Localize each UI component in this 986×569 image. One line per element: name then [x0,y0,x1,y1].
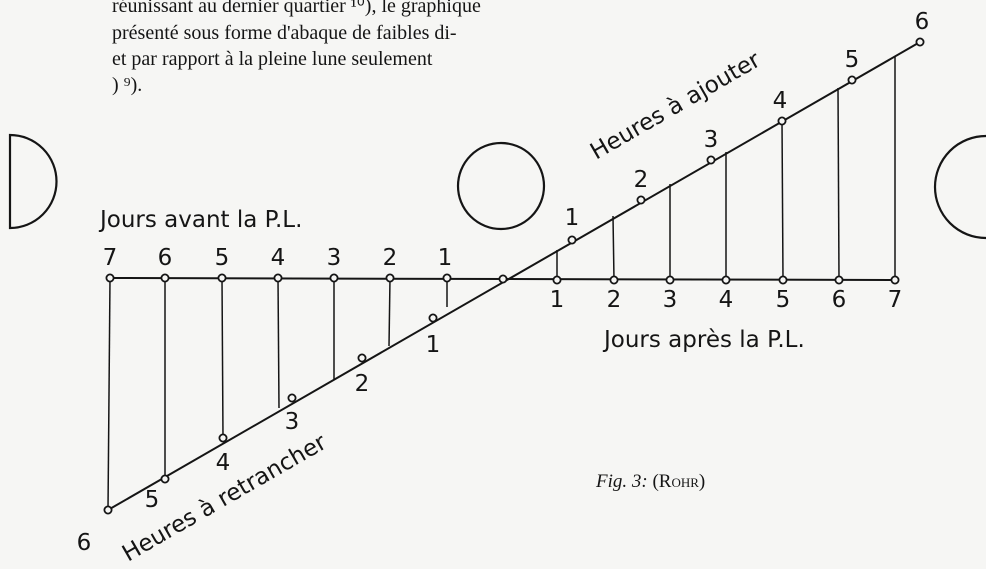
day-before-3-dot [329,273,339,283]
hours-subtract-4-dot [218,433,228,443]
connector-after-2 [612,215,615,281]
hours-subtract-tick-label: 5 [145,487,160,513]
day-after-tick-label: 3 [663,287,678,313]
hours-subtract-2-dot [357,353,367,363]
connector-after-6 [837,87,840,281]
axis-intersection-dot [498,274,508,284]
day-after-4-dot [721,275,731,285]
day-after-1-dot [552,275,562,285]
day-after-tick-label: 1 [550,287,565,313]
hours-subtract-3-dot [287,393,297,403]
day-before-4-dot [273,273,283,283]
day-before-tick-label: 6 [158,245,173,271]
hours-add-4-dot [777,116,787,126]
hours-add-tick-label: 3 [704,127,719,153]
day-before-6-dot [160,273,170,283]
body-text-line-1: réunissant au dernier quartier ¹⁰), le g… [112,0,481,17]
hours-axis-line [107,41,921,511]
body-text-line-4: ) ⁹). [112,74,143,96]
connector-after-5 [781,120,784,281]
first-quarter-moon-icon [8,133,58,230]
last-quarter-moon-icon [933,134,986,240]
day-before-7-dot [105,273,115,283]
day-after-tick-label: 2 [607,287,622,313]
day-before-tick-label: 7 [103,245,118,271]
day-before-tick-label: 5 [215,245,230,271]
connector-before-4 [277,277,280,409]
day-after-7-dot [890,275,900,285]
connector-before-5 [221,277,224,439]
caption-paren-open: ( [652,471,659,492]
hours-add-tick-label: 5 [845,47,860,73]
hours-subtract-6-dot [103,505,113,515]
hours-add-6-dot [915,37,925,47]
day-after-6-dot [834,275,844,285]
hours-subtract-1-dot [428,313,438,323]
hours-subtract-5-dot [160,474,170,484]
hours-subtract-tick-label: 6 [77,530,92,556]
hours-add-2-dot [636,195,646,205]
figure-number: Fig. 3: [596,471,648,492]
day-after-2-dot [609,275,619,285]
day-after-tick-label: 5 [776,287,791,313]
figure-caption: Fig. 3: (Rohr) [596,471,705,493]
figure-author: Rohr [658,471,699,492]
hours-subtract-tick-label: 3 [285,409,300,435]
day-after-tick-label: 4 [719,287,734,313]
days-before-label: Jours avant la P.L. [98,207,302,233]
day-before-tick-label: 2 [383,245,398,271]
hours-add-tick-label: 1 [565,205,580,231]
connector-before-2 [388,277,391,347]
body-text-line-2: présenté sous forme d'abaque de faibles … [112,22,457,44]
hours-add-5-dot [847,75,857,85]
day-after-3-dot [665,275,675,285]
day-before-2-dot [385,273,395,283]
day-before-tick-label: 4 [271,245,286,271]
hours-subtract-tick-label: 1 [426,332,441,358]
hours-add-3-dot [706,155,716,165]
day-before-tick-label: 1 [438,245,453,271]
caption-paren-close: ) [698,471,706,492]
day-after-5-dot [778,275,788,285]
full-moon-icon [456,141,546,231]
day-after-tick-label: 6 [832,287,847,313]
hours-subtract-tick-label: 4 [216,450,231,476]
day-before-1-dot [442,273,452,283]
hours-add-tick-label: 4 [773,88,788,114]
day-after-tick-label: 7 [888,287,903,313]
hours-add-tick-label: 6 [915,9,930,35]
day-before-tick-label: 3 [327,245,342,271]
hours-add-1-dot [567,235,577,245]
days-after-label: Jours après la P.L. [602,327,805,353]
hours-subtract-tick-label: 2 [355,371,370,397]
body-text-line-3: et par rapport à la pleine lune seulemen… [112,48,433,70]
day-before-5-dot [217,273,227,283]
hours-add-tick-label: 2 [634,167,649,193]
connector-before-7 [107,277,111,511]
